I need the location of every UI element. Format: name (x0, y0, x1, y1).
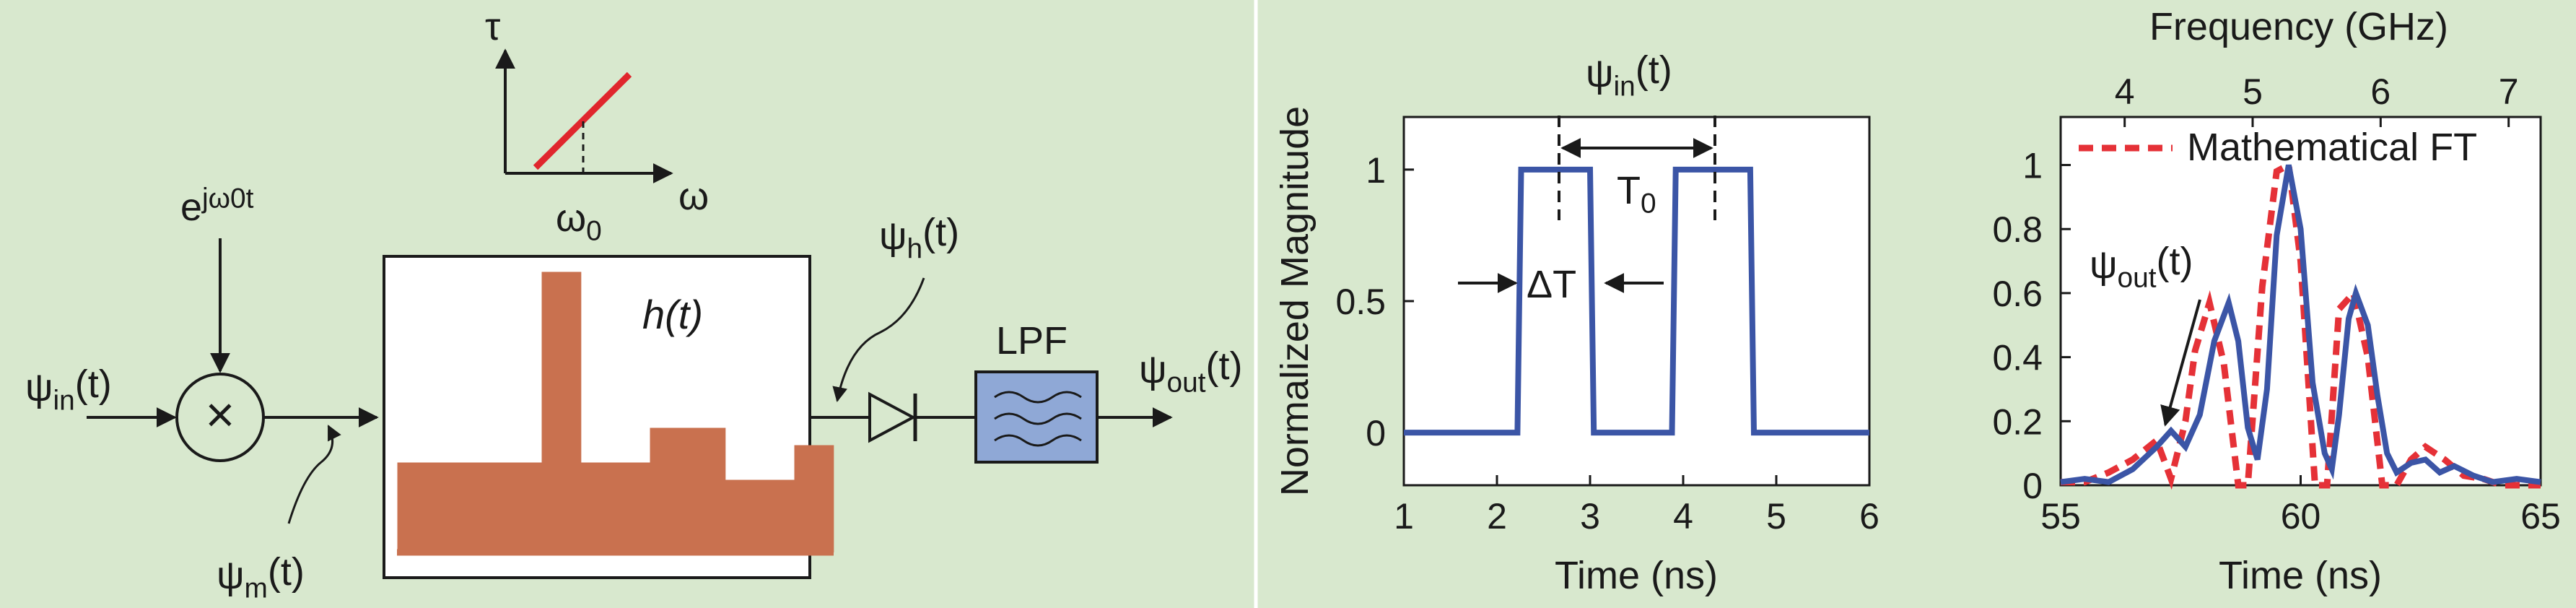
chirp-inset: τ ω ω0 (485, 5, 709, 246)
chart1-x-tick-label: 1 (1394, 496, 1414, 537)
filter-label: h(t) (642, 292, 703, 337)
legend-label: Mathematical FT (2187, 126, 2477, 169)
chart1-y-tick-label: 0 (1366, 413, 1386, 453)
chart1-y-tick-label: 0.5 (1335, 282, 1386, 322)
output-spectrum-chart: 55 60 65 4 5 6 7 0 0.2 0.4 0.6 0.8 1 Frequency (GHz)… (1992, 5, 2560, 597)
inset-x-label: ω (678, 175, 709, 218)
chart1-x-tick-label: 2 (1487, 496, 1507, 537)
output-series (2060, 164, 2541, 485)
mixer-symbol: × (206, 386, 235, 443)
input-label: ψin(t) (25, 362, 112, 416)
chart1-title: ψin(t) (1586, 48, 1672, 102)
chart2-x-label: Time (ns) (2219, 554, 2382, 597)
input-pulse-series (1404, 166, 1869, 436)
chirp-line (533, 71, 632, 170)
chart1-x-tick-label: 4 (1673, 496, 1693, 537)
chart2-y-tick-label: 0.4 (1992, 338, 2043, 378)
chart2-y-tick-label: 0 (2022, 466, 2043, 506)
chart2-y-tick-label: 0.6 (1992, 274, 2043, 314)
input-pulse-chart: 1 2 3 4 5 6 0 0.5 1 ψin(t) Time (ns) Normalized … (1273, 48, 1879, 597)
chart1-plot-area (1402, 116, 1871, 487)
lo-label: ejω0t (180, 183, 254, 229)
chart1-x-tick-label: 3 (1580, 496, 1600, 537)
output-label: ψout(t) (1139, 344, 1243, 398)
chart2-top-x-label: Frequency (GHz) (2149, 5, 2448, 48)
chart2-plot-area (2059, 116, 2542, 487)
period-label: T0 (1617, 169, 1656, 219)
mixed-label: ψm(t) (217, 550, 305, 604)
chart1-x-label: Time (ns) (1555, 554, 1718, 597)
lpf-label: LPF (996, 319, 1067, 362)
chart2-top-x-tick-label: 5 (2243, 71, 2263, 112)
chart1-y-label: Normalized Magnitude (1273, 106, 1317, 496)
schematic-diagram: ψin(t) × ejω0t ψm(t) h(t) τ ω ω0 ψh(t) (25, 5, 1243, 604)
chart1-y-tick-label: 1 (1366, 150, 1386, 191)
chart1-x-tick-label: 6 (1859, 496, 1879, 537)
filtered-label: ψh(t) (879, 211, 959, 264)
mixed-pointer (287, 425, 341, 524)
diode-icon (868, 391, 917, 443)
chart2-top-x-tick-label: 6 (2370, 71, 2391, 112)
chart1-x-tick-label: 5 (1766, 496, 1786, 537)
curve-label-arrow-icon (2160, 299, 2201, 427)
chart2-y-tick-label: 0.2 (1992, 401, 2043, 442)
chart2-y-tick-label: 0.8 (1992, 209, 2043, 250)
chart2-y-tick-label: 1 (2022, 146, 2043, 186)
impulse-response (397, 272, 834, 556)
chart2-x-tick-label: 55 (2040, 496, 2081, 537)
width-label: ΔT (1527, 263, 1576, 306)
filter-waves-icon (994, 391, 1082, 447)
curve-label: ψout(t) (2090, 240, 2193, 293)
inset-marker-label: ω0 (556, 196, 602, 246)
inset-y-label: τ (485, 5, 500, 48)
chart2-top-x-tick-label: 7 (2499, 71, 2519, 112)
filtered-pointer (832, 277, 925, 403)
chart2-x-tick-label: 60 (2281, 496, 2321, 537)
chart2-x-tick-label: 65 (2520, 496, 2561, 537)
chart2-top-x-tick-label: 4 (2115, 71, 2135, 112)
